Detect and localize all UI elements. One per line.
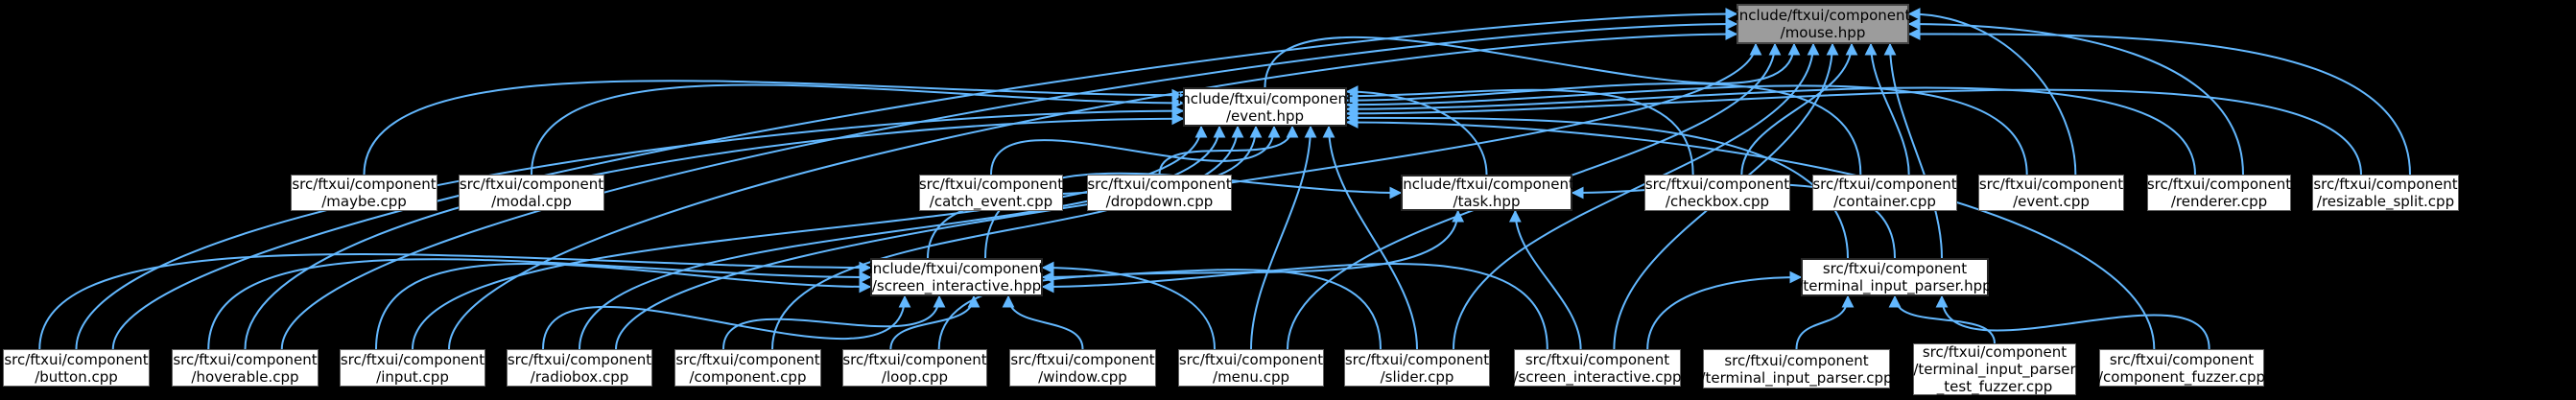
edge-renderer-cpp-to-mouse-hpp: [1907, 17, 2244, 176]
edge-slider-cpp-to-mouse-hpp: [1453, 42, 1820, 350]
graph-node-component-cpp[interactable]: src/ftxui/component /component.cpp: [674, 349, 821, 387]
graph-node-catch-event-cpp[interactable]: src/ftxui/component /catch_event.cpp: [918, 175, 1064, 211]
edge-screen-interactive-hpp-to-task-hpp: [984, 172, 1403, 259]
edge-terminal-input-parser-hpp-to-mouse-hpp: [1883, 42, 1943, 259]
graph-node-screen-interactive-cpp[interactable]: src/ftxui/component /screen_interactive.…: [1513, 349, 1682, 387]
edge-component-cpp-to-screen-interactive-hpp: [722, 294, 946, 350]
graph-node-event-hpp[interactable]: include/ftxui/component /event.hpp: [1177, 87, 1353, 127]
graph-node-task-hpp[interactable]: include/ftxui/component /task.hpp: [1399, 175, 1574, 211]
edge-screen-interactive-cpp-to-screen-interactive-hpp: [1041, 263, 1548, 350]
graph-node-container-cpp[interactable]: src/ftxui/component /container.cpp: [1812, 175, 1957, 211]
edge-component-cpp-to-event-hpp: [771, 125, 1244, 350]
graph-node-renderer-cpp[interactable]: src/ftxui/component /renderer.cpp: [2146, 175, 2292, 211]
graph-node-hoverable-cpp[interactable]: src/ftxui/component /hoverable.cpp: [172, 349, 319, 387]
graph-node-input-cpp[interactable]: src/ftxui/component /input.cpp: [340, 349, 485, 387]
edge-dropdown-cpp-to-event-hpp: [1158, 125, 1299, 176]
edge-renderer-cpp-to-event-hpp: [1345, 86, 2196, 176]
graph-node-maybe-cpp[interactable]: src/ftxui/component /maybe.cpp: [291, 175, 437, 211]
graph-node-terminal-input-parser-test-fuzzer-cpp[interactable]: src/ftxui/component /terminal_input_pars…: [1913, 343, 2076, 395]
graph-node-radiobox-cpp[interactable]: src/ftxui/component /radiobox.cpp: [507, 349, 652, 387]
edge-resizable-split-cpp-to-mouse-hpp: [1907, 27, 2411, 176]
edge-hoverable-cpp-to-mouse-hpp: [280, 17, 1738, 350]
edge-event-cpp-to-event-hpp: [1345, 84, 2028, 176]
graph-node-terminal-input-parser-cpp[interactable]: src/ftxui/component /terminal_input_pars…: [1700, 349, 1893, 388]
edge-loop-cpp-to-screen-interactive-hpp: [889, 294, 981, 350]
edge-terminal-input-parser-test-fuzzer-cpp-to-terminal-input-parser-hpp: [1888, 294, 1996, 344]
graph-node-dropdown-cpp[interactable]: src/ftxui/component /dropdown.cpp: [1087, 175, 1232, 211]
edge-slider-cpp-to-event-hpp: [1322, 125, 1418, 350]
graph-node-component-fuzzer-cpp[interactable]: src/ftxui/component /component_fuzzer.cp…: [2097, 349, 2266, 387]
graph-node-event-cpp[interactable]: src/ftxui/component /event.cpp: [1978, 175, 2124, 211]
edge-container-cpp-to-mouse-hpp: [1864, 42, 1910, 176]
edge-task-hpp-to-event-hpp: [1345, 85, 1488, 176]
edge-window-cpp-to-screen-interactive-hpp: [1002, 294, 1084, 350]
graph-node-screen-interactive-hpp[interactable]: include/ftxui/component /screen_interact…: [868, 258, 1045, 296]
edge-radiobox-cpp-to-event-hpp: [579, 125, 1226, 350]
edge-modal-cpp-to-event-hpp: [531, 83, 1185, 176]
graph-node-loop-cpp[interactable]: src/ftxui/component /loop.cpp: [842, 349, 987, 387]
edge-event-hpp-to-mouse-hpp: [1264, 35, 1801, 88]
edge-resizable-split-cpp-to-event-hpp: [1345, 88, 2362, 176]
edge-input-cpp-to-mouse-hpp: [448, 28, 1738, 350]
edge-radiobox-cpp-to-screen-interactive-hpp: [542, 294, 911, 350]
edge-input-cpp-to-screen-interactive-hpp: [375, 263, 872, 350]
edge-container-cpp-to-event-hpp: [1345, 82, 1862, 176]
edge-hoverable-cpp-to-screen-interactive-hpp: [207, 258, 872, 350]
edge-input-cpp-to-event-hpp: [412, 125, 1208, 350]
graph-node-terminal-input-parser-hpp[interactable]: src/ftxui/component /terminal_input_pars…: [1798, 258, 1992, 296]
edge-screen-interactive-cpp-to-terminal-input-parser-hpp: [1646, 271, 1803, 350]
graph-node-window-cpp[interactable]: src/ftxui/component /window.cpp: [1009, 349, 1156, 387]
edge-menu-cpp-to-screen-interactive-hpp: [1041, 261, 1216, 350]
graph-node-menu-cpp[interactable]: src/ftxui/component /menu.cpp: [1178, 349, 1324, 387]
edge-event-cpp-to-mouse-hpp: [1907, 8, 2077, 176]
edge-maybe-cpp-to-event-hpp: [363, 80, 1185, 176]
edge-terminal-input-parser-cpp-to-terminal-input-parser-hpp: [1795, 294, 1855, 350]
edge-catch-event-cpp-to-event-hpp: [990, 125, 1281, 176]
graph-node-resizable-split-cpp[interactable]: src/ftxui/component /resizable_split.cpp: [2312, 175, 2459, 211]
edge-button-cpp-to-mouse-hpp: [111, 8, 1738, 350]
graph-node-slider-cpp[interactable]: src/ftxui/component /slider.cpp: [1344, 349, 1490, 387]
edge-component-fuzzer-cpp-to-terminal-input-parser-hpp: [1935, 294, 2210, 350]
graph-node-checkbox-cpp[interactable]: src/ftxui/component /checkbox.cpp: [1644, 175, 1790, 211]
edge-menu-cpp-to-event-hpp: [1250, 125, 1317, 350]
graph-node-modal-cpp[interactable]: src/ftxui/component /modal.cpp: [459, 175, 604, 211]
graph-node-mouse-hpp[interactable]: include/ftxui/component /mouse.hpp: [1736, 4, 1910, 44]
edge-screen-interactive-cpp-to-task-hpp: [1508, 209, 1582, 350]
edge-button-cpp-to-screen-interactive-hpp: [38, 252, 872, 350]
graph-node-button-cpp[interactable]: src/ftxui/component /button.cpp: [3, 349, 150, 387]
